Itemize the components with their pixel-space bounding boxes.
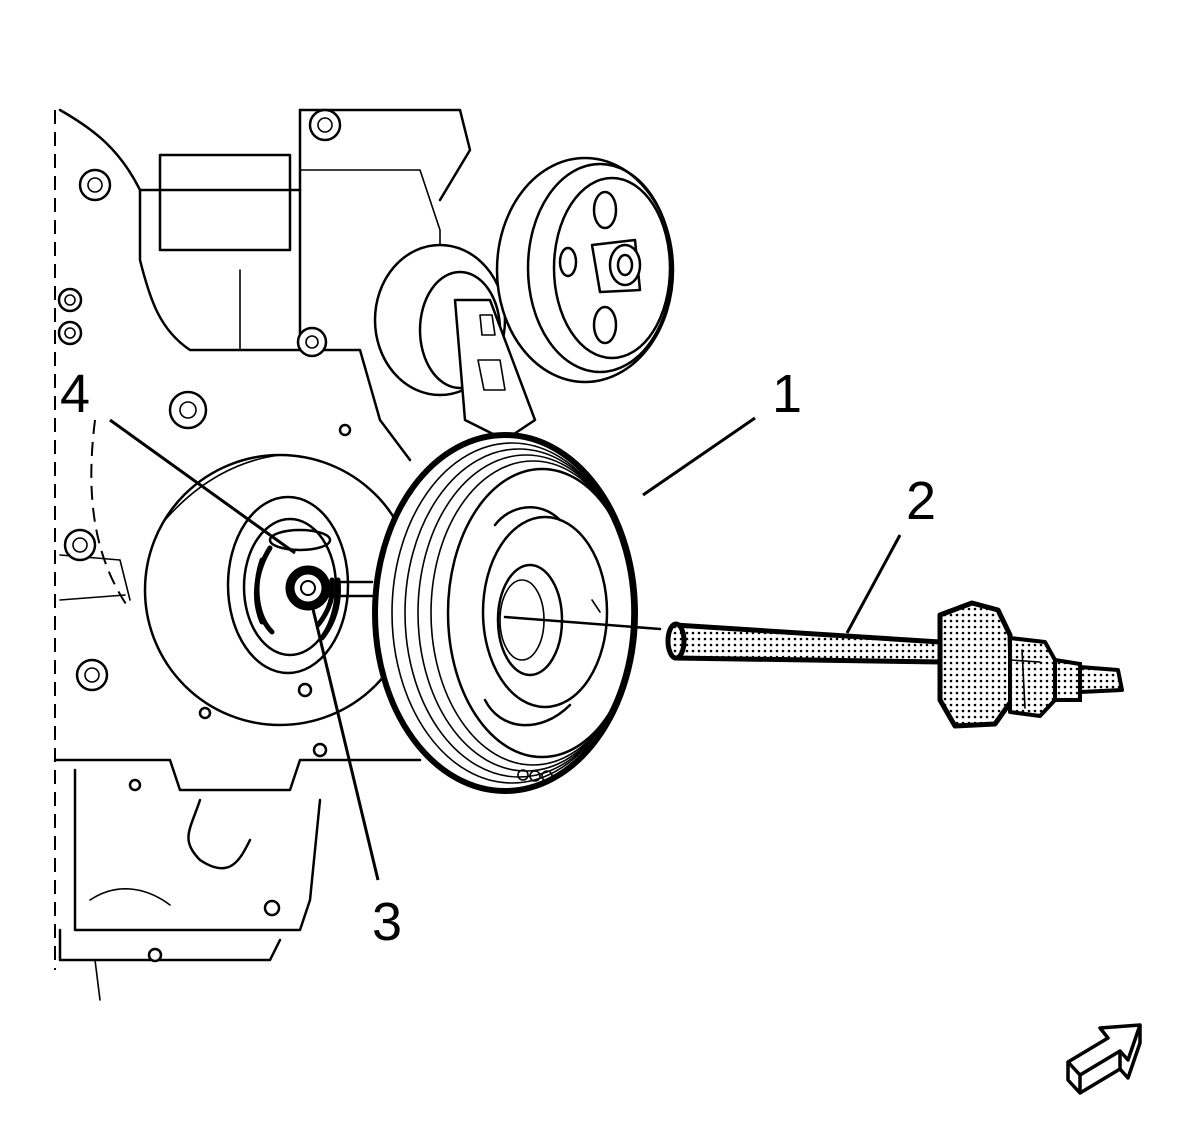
crankshaft-bolt-hole [285,565,331,611]
engine-block [53,108,472,1001]
block-bolt [338,423,352,437]
block-bolt [312,742,328,758]
block-bolt [147,947,163,963]
crankshaft-balancer [372,432,638,794]
callout-3: 3 [372,892,403,952]
block-bolt [168,390,208,430]
leader-line-1 [642,416,756,497]
block-bolt [308,108,342,142]
block-bolt [296,326,328,358]
accessory-pulley [495,156,675,384]
block-bolt [57,320,83,346]
crankshaft-seal-area [226,495,350,675]
block-bolt [263,899,281,917]
alignment-axis [503,615,662,631]
leader-line-3 [310,604,380,881]
callout-4: 4 [60,364,91,424]
block-bolt [57,287,83,313]
installer-tool [665,600,1124,729]
leader-line-4 [109,418,296,555]
block-bolt [78,168,112,202]
block-bolt [198,706,212,720]
orientation-arrow-icon [1066,1023,1142,1095]
block-bolt [63,528,97,562]
callout-1: 1 [772,364,803,424]
block-bolt [297,682,313,698]
block-bolt [75,658,109,692]
leader-line-2 [845,534,902,634]
callout-2: 2 [906,471,937,531]
block-bolt [128,778,142,792]
